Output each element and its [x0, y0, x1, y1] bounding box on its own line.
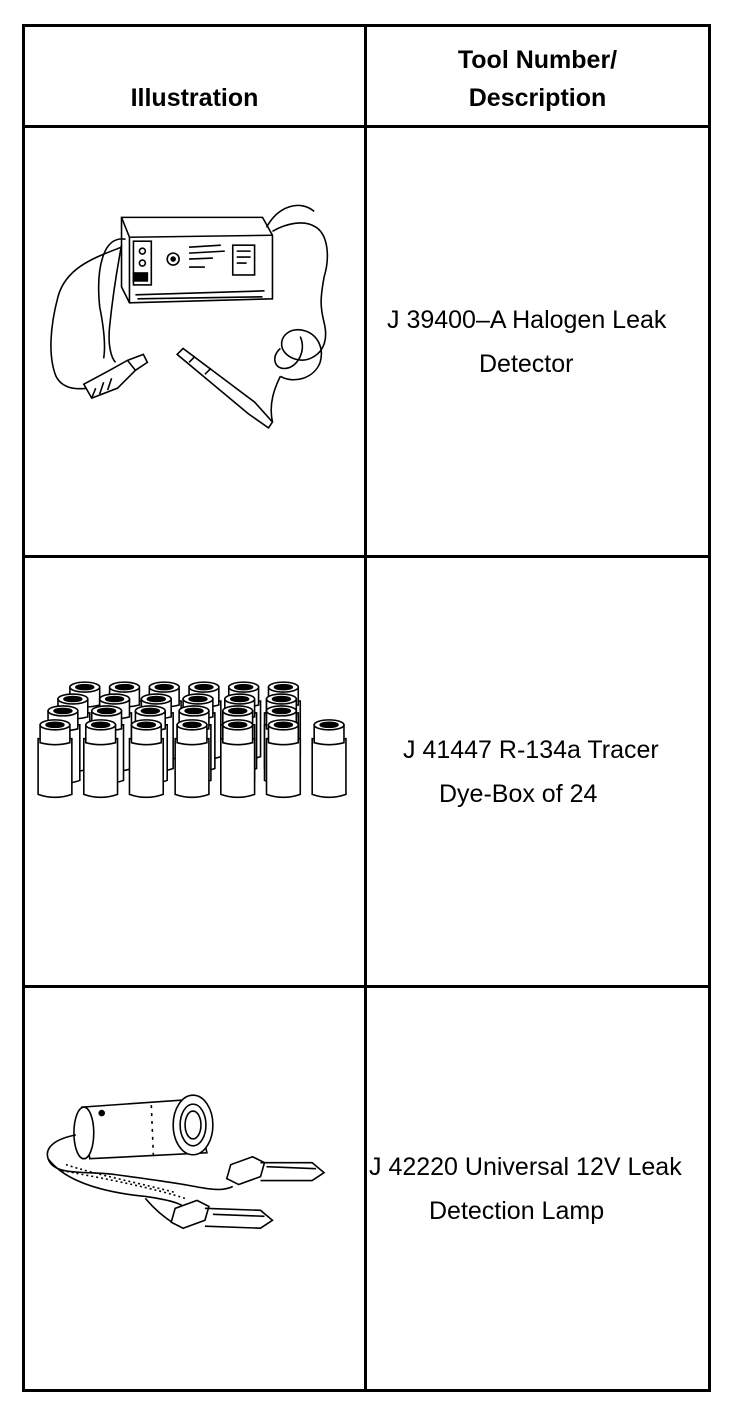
- tool-number-text: J 41447 R-134a Tracer: [403, 735, 659, 764]
- description-header-line1: Tool Number/: [457, 46, 618, 74]
- tool-number-text: J 39400–A Halogen Leak: [387, 305, 667, 334]
- bottle: [128, 719, 165, 799]
- tool-table: Illustration Tool Number/ Description: [22, 24, 711, 1392]
- illustration-cell: [22, 985, 367, 1392]
- table-row: J 39400–A Halogen Leak Detector: [22, 125, 711, 558]
- tool-description-text: Detector: [479, 349, 574, 378]
- tool-description-text: Detection Lamp: [429, 1196, 605, 1225]
- bottle: [82, 719, 119, 799]
- illustration-cell: [22, 555, 367, 988]
- description-header: Tool Number/ Description: [364, 24, 711, 128]
- bottle: [265, 719, 302, 799]
- description-cell: J 42220 Universal 12V Leak Detection Lam…: [364, 985, 711, 1392]
- table-header-row: Illustration Tool Number/ Description: [22, 24, 711, 128]
- bottle: [37, 719, 73, 799]
- illustration-header: Illustration: [22, 24, 367, 128]
- tool-number-text: J 42220 Universal 12V Leak: [369, 1152, 682, 1181]
- illustration-cell: [22, 125, 367, 558]
- halogen-leak-detector-icon: [50, 204, 329, 430]
- description-header-line2: Description: [468, 84, 607, 112]
- bottle: [311, 719, 347, 799]
- tracer-dye-bottles-icon: [37, 681, 347, 799]
- description-cell: J 39400–A Halogen Leak Detector: [364, 125, 711, 558]
- bottle: [220, 719, 256, 799]
- bottle: [174, 719, 210, 799]
- tool-description-text: Dye-Box of 24: [439, 779, 598, 808]
- table-row: J 41447 R-134a Tracer Dye-Box of 24: [22, 555, 711, 988]
- leak-detection-lamp-icon: [46, 1094, 326, 1230]
- description-cell: J 41447 R-134a Tracer Dye-Box of 24: [364, 555, 711, 988]
- table-row: J 42220 Universal 12V Leak Detection Lam…: [22, 985, 711, 1392]
